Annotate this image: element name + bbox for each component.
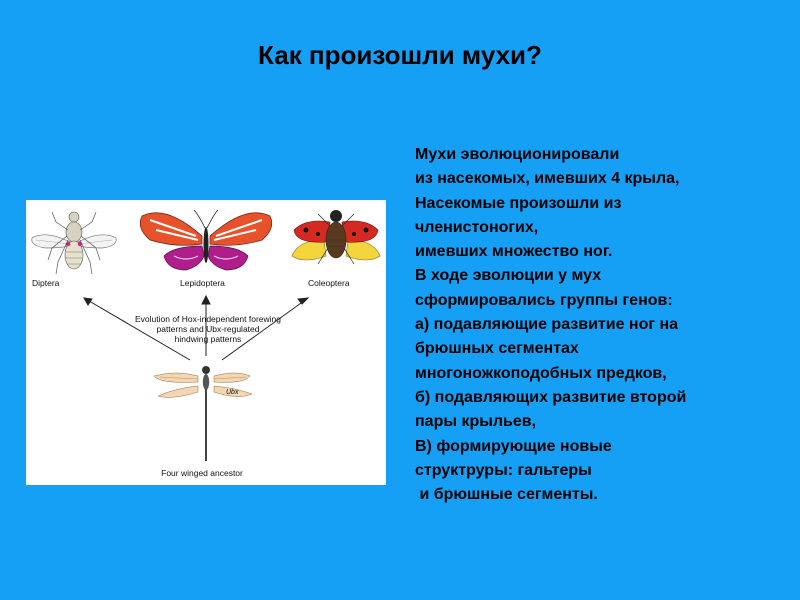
evolution-arrows [83, 294, 310, 361]
evolution-figure: Diptera Lepidoptera [26, 200, 386, 485]
body-text-line: брюшных сегментах [415, 340, 579, 358]
body-text-line: В) формирующие новые [415, 437, 612, 455]
slide-title: Как произошли мухи? [258, 40, 542, 70]
body-text-line: структруры: гальтеры [415, 461, 592, 479]
label-lepidoptera: Lepidoptera [180, 278, 225, 288]
body-text-line: имевших множество ног. [415, 243, 613, 261]
body-text-line: пары крыльев, [415, 413, 537, 431]
body-text: Мухи эволюционировали из насекомых, имевш… [415, 143, 785, 507]
dragonfly-illustration [153, 366, 253, 461]
body-text-line: и брюшные сегменты. [415, 486, 598, 504]
body-text-line: б) подавляющих развитие второй [415, 388, 687, 406]
evolution-caption-line2: patterns and Ubx-regulated [156, 324, 259, 334]
body-text-line: Мухи эволюционировали [415, 146, 620, 163]
label-coleoptera: Coleoptera [308, 278, 350, 288]
label-diptera: Diptera [32, 278, 60, 288]
butterfly-illustration [139, 209, 273, 271]
fly-illustration [31, 211, 117, 275]
body-text-line: членистоногих, [415, 218, 539, 236]
evolution-caption-line1: Evolution of Hox-independent forewing [135, 314, 281, 324]
beetle-illustration [291, 210, 381, 265]
body-text-line: а) подавляющие развитие ног на [415, 316, 679, 334]
label-ancestor: Four winged ancestor [161, 468, 243, 478]
body-text-line: многоножкоподобных предков, [415, 364, 667, 382]
evolution-caption-line3: hindwing patterns [175, 334, 242, 344]
body-text-line: сформировались группы генов: [415, 291, 673, 309]
body-text-line: из насекомых, имевших 4 крыла, [415, 170, 680, 188]
body-text-line: Насекомые произошли из [415, 194, 622, 212]
body-text-line: В ходе эволюции у мух [415, 267, 602, 285]
label-ubx: Ubx [226, 389, 239, 396]
